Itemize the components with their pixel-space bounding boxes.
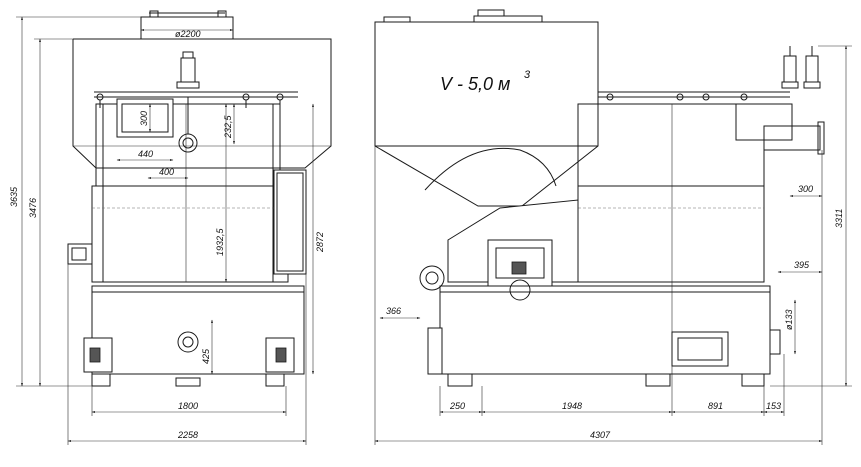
dim-front-top-diameter: ø2200 — [175, 29, 201, 39]
dim-side-height: 3311 — [834, 209, 844, 228]
dim-front-port-height: 425 — [201, 348, 211, 364]
dim-side-segment-3: 891 — [708, 401, 723, 411]
front-view — [67, 10, 332, 387]
dim-front-right-height: 2872 — [315, 232, 325, 253]
dim-side-nozzle-diameter: ø133 — [784, 309, 794, 330]
dim-side-segment-2: 1948 — [562, 401, 582, 411]
dim-front-total-width: 2258 — [177, 430, 198, 440]
dim-side-total-width: 4307 — [590, 430, 611, 440]
dim-front-offset-width: 400 — [159, 167, 174, 177]
front-dimensions — [16, 16, 315, 445]
dim-front-body-height: 3476 — [28, 198, 38, 218]
dim-side-segment-1: 250 — [449, 401, 465, 411]
hopper-volume-exponent: 3 — [524, 69, 531, 81]
dim-front-window-height: 300 — [139, 111, 149, 126]
dim-side-segment-4: 153 — [766, 401, 781, 411]
dim-front-upper-height: 232,5 — [223, 114, 233, 139]
dim-side-top-width: 395 — [794, 260, 810, 270]
dim-front-total-height: 3635 — [9, 186, 19, 207]
hopper-volume-label: V - 5,0 м — [440, 74, 510, 94]
dim-front-inner-width: 1800 — [178, 401, 198, 411]
front-dimension-labels: ø2200 3635 3476 2872 1932,5 232,5 300 44… — [9, 29, 325, 440]
side-view: V - 5,0 м 3 — [374, 9, 825, 387]
side-dimension-labels: 4307 250 1948 891 153 300 395 366 ø133 3… — [386, 184, 844, 440]
dim-side-left-width: 366 — [386, 306, 401, 316]
dim-front-window-width: 440 — [138, 149, 153, 159]
dim-side-flange-width: 300 — [798, 184, 813, 194]
dim-front-inner-height: 1932,5 — [215, 227, 225, 256]
side-dimensions — [374, 45, 852, 445]
